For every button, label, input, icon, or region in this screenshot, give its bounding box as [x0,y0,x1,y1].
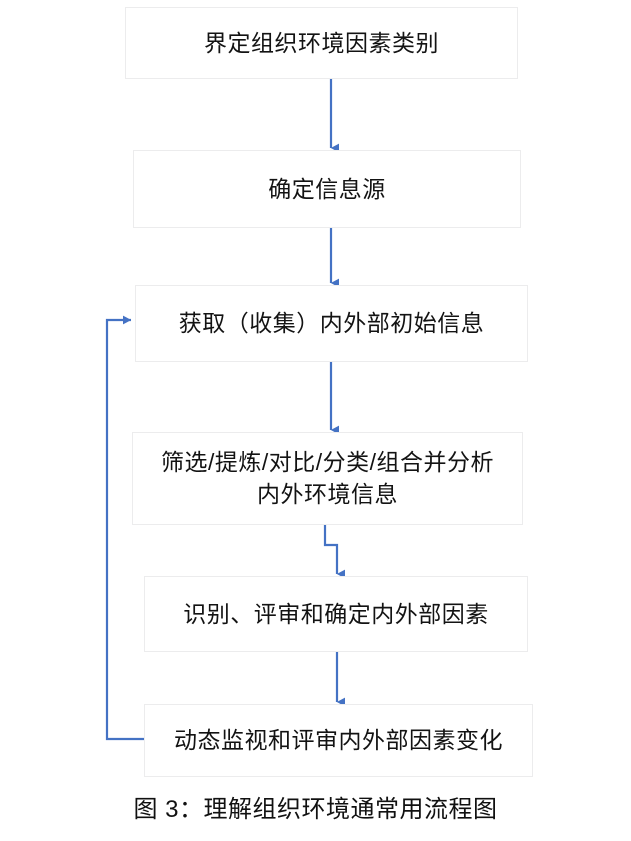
node-label: 界定组织环境因素类别 [204,29,439,56]
connector-n4-n5 [323,525,345,579]
process-node-monitor-factor-changes[interactable]: 动态监视和评审内外部因素变化 [144,704,533,777]
node-label: 获取（收集）内外部初始信息 [178,310,485,337]
process-node-identify-review-factors[interactable]: 识别、评审和确定内外部因素 [144,576,528,652]
process-node-collect-initial-info[interactable]: 获取（收集）内外部初始信息 [135,285,528,362]
node-label: 筛选/提炼/对比/分类/组合并分析 内外环境信息 [160,448,495,507]
node-label: 识别、评审和确定内外部因素 [183,600,489,627]
node-label: 确定信息源 [268,175,386,202]
process-node-define-categories[interactable]: 界定组织环境因素类别 [125,7,518,79]
node-label: 动态监视和评审内外部因素变化 [174,727,503,754]
process-node-filter-analyze-info[interactable]: 筛选/提炼/对比/分类/组合并分析 内外环境信息 [132,432,523,525]
figure-caption: 图 3：理解组织环境通常用流程图 [133,796,498,823]
connector-feedback-n6-n3 [105,315,144,741]
process-node-determine-sources[interactable]: 确定信息源 [133,150,521,228]
